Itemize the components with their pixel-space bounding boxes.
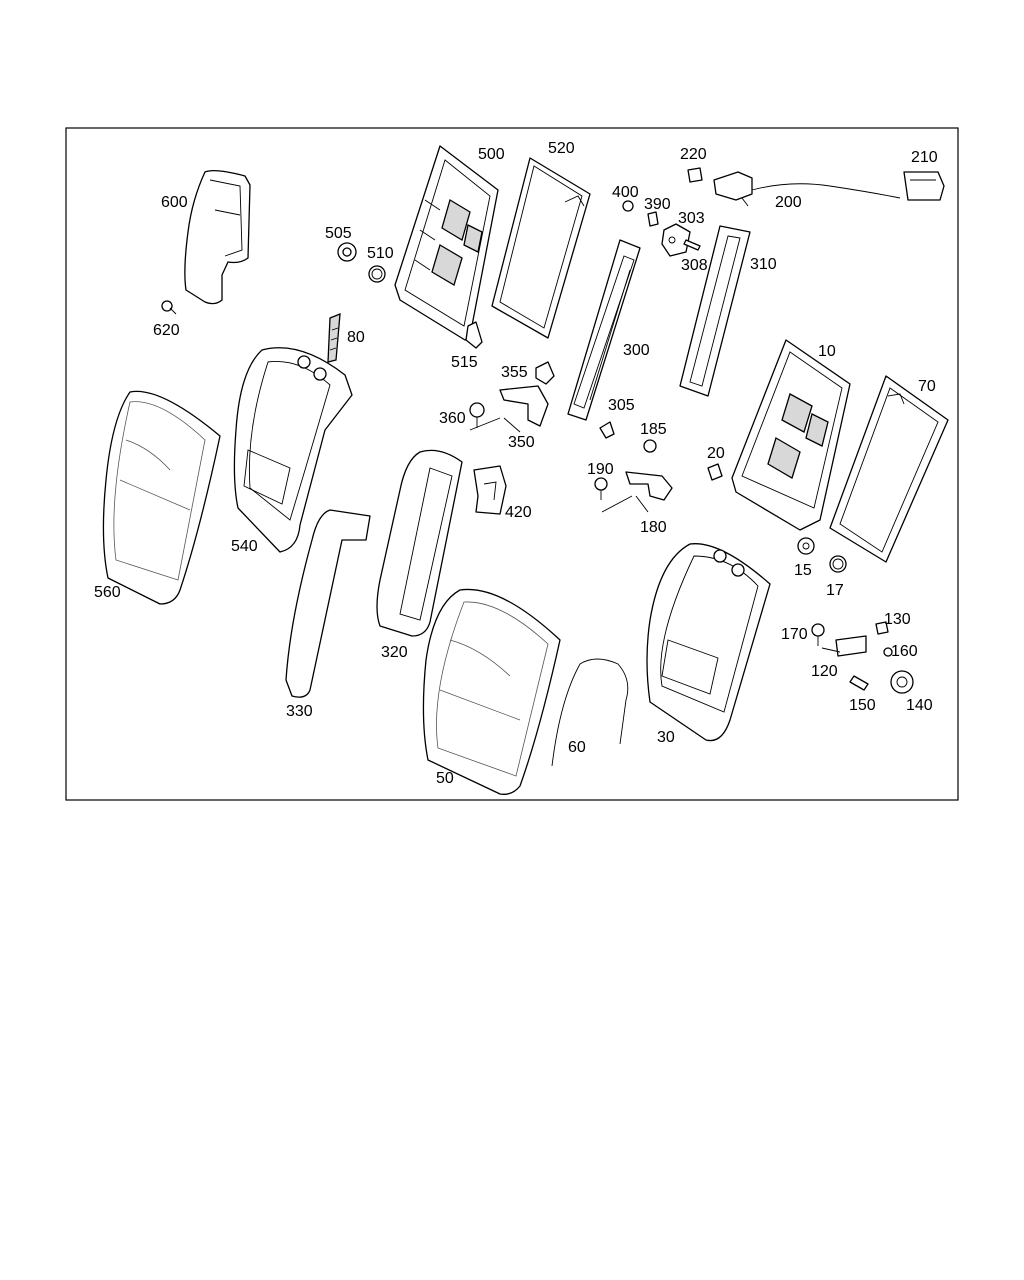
part-190-bolt[interactable] [594,477,608,500]
part-15-adjuster[interactable] [797,537,815,555]
callout-355: 355 [501,364,528,381]
part-50-cover[interactable] [422,588,561,795]
callout-70: 70 [918,378,936,395]
callout-330: 330 [286,703,313,720]
callout-15: 15 [794,562,812,579]
callout-560: 560 [94,584,121,601]
callout-50: 50 [436,770,454,787]
part-17-ring[interactable] [829,555,847,573]
callout-505: 505 [325,225,352,242]
part-390-bracket[interactable] [647,211,659,227]
part-350-mount[interactable] [499,385,549,427]
callout-60: 60 [568,739,586,756]
callout-190: 190 [587,461,614,478]
part-140-motor[interactable] [890,670,914,694]
part-500-frame[interactable] [394,145,499,341]
callout-510: 510 [367,245,394,262]
callout-400: 400 [612,184,639,201]
part-20-clip[interactable] [707,463,723,481]
callout-150: 150 [849,697,876,714]
part-180-mount[interactable] [625,471,673,501]
part-160-bolt[interactable] [883,647,893,657]
callout-120: 120 [811,663,838,680]
part-80-guide[interactable] [327,313,341,363]
leader-350 [503,417,521,433]
callout-310: 310 [750,256,777,273]
part-303-hinge[interactable] [661,223,691,257]
callout-308: 308 [681,257,708,274]
callout-360: 360 [439,410,466,427]
part-150-bolt[interactable] [849,675,869,691]
part-520-panel[interactable] [491,157,591,339]
part-320-side-bolster[interactable] [376,449,463,637]
callout-185: 185 [640,421,667,438]
leader-190 [601,495,633,513]
part-330-side-panel[interactable] [285,509,371,698]
callout-160: 160 [891,643,918,660]
callout-170: 170 [781,626,808,643]
part-300-rail[interactable] [567,239,641,421]
callout-500: 500 [478,146,505,163]
part-70-panel[interactable] [829,375,949,563]
callout-30: 30 [657,729,675,746]
diagram-frame [65,127,959,801]
callout-200: 200 [775,194,802,211]
callout-10: 10 [818,343,836,360]
part-210-module[interactable] [903,171,945,201]
callout-210: 210 [911,149,938,166]
callout-620: 620 [153,322,180,339]
callout-80: 80 [347,329,365,346]
part-170-bolt[interactable] [811,623,825,646]
part-185-nut[interactable] [643,439,657,453]
part-30-rear-cover[interactable] [646,543,771,742]
callout-20: 20 [707,445,725,462]
part-10-frame[interactable] [731,339,851,531]
callout-600: 600 [161,194,188,211]
part-355-bracket[interactable] [535,361,555,385]
part-360-bolt[interactable] [469,402,485,428]
callout-220: 220 [680,146,707,163]
part-560-cover[interactable] [102,390,221,605]
leader-360 [469,417,501,431]
part-305-clip[interactable] [599,421,615,439]
callout-17: 17 [826,582,844,599]
part-515-bracket[interactable] [465,321,483,349]
part-620-bolt[interactable] [161,300,177,315]
part-200-cable[interactable] [713,171,901,207]
callout-540: 540 [231,538,258,555]
part-540-rear-cover[interactable] [233,347,353,553]
part-600-headrest[interactable] [184,170,251,305]
callout-420: 420 [505,504,532,521]
callout-130: 130 [884,611,911,628]
part-420-bracket[interactable] [473,465,507,515]
part-130-clip[interactable] [875,621,889,635]
callout-390: 390 [644,196,671,213]
callout-305: 305 [608,397,635,414]
part-120-bracket[interactable] [835,635,867,657]
callout-300: 300 [623,342,650,359]
callout-515: 515 [451,354,478,371]
part-60-wire[interactable] [551,658,629,767]
callout-303: 303 [678,210,705,227]
part-308-bolt[interactable] [683,239,701,251]
part-510-ring[interactable] [368,265,386,283]
callout-140: 140 [906,697,933,714]
callout-180: 180 [640,519,667,536]
callout-520: 520 [548,140,575,157]
part-310-trim-strip[interactable] [679,225,751,397]
part-505-adjuster[interactable] [337,242,357,262]
callout-320: 320 [381,644,408,661]
leader-170 [821,647,841,653]
leader-180 [635,495,649,513]
part-220-bolt[interactable] [687,167,703,183]
callout-350: 350 [508,434,535,451]
part-400-nut[interactable] [622,200,634,212]
